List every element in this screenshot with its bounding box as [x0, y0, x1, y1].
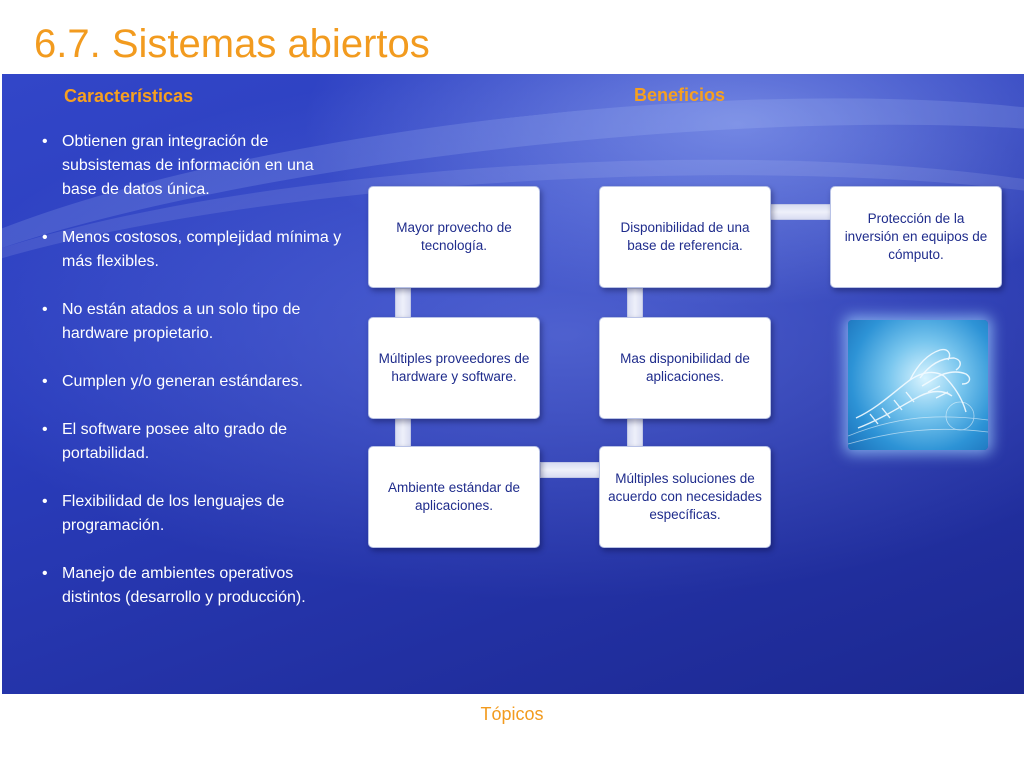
benefit-box-label: Mas disponibilidad de aplicaciones. — [620, 351, 750, 384]
list-item: No están atados a un solo tipo de hardwa… — [40, 298, 346, 346]
benefits-heading: Beneficios — [634, 85, 726, 105]
topics-link[interactable]: Tópicos — [480, 704, 544, 724]
digital-hand-icon — [848, 348, 988, 445]
characteristics-list: Obtienen gran integración de subsistemas… — [40, 130, 346, 634]
flow-connector — [540, 462, 604, 478]
benefit-box-label: Disponibilidad de una base de referencia… — [620, 220, 750, 253]
list-item: Obtienen gran integración de subsistemas… — [40, 130, 346, 202]
benefit-box-label: Protección de la inversión en equipos de… — [844, 211, 988, 262]
list-item: Flexibilidad de los lenguajes de program… — [40, 490, 346, 538]
benefit-box-standard-environment: Ambiente estándar de aplicaciones. — [368, 446, 540, 548]
list-item: Menos costosos, complejidad mínima y más… — [40, 226, 346, 274]
benefit-box-reference-base: Disponibilidad de una base de referencia… — [599, 186, 771, 288]
list-item: Manejo de ambientes operativos distintos… — [40, 562, 346, 610]
benefit-box-label: Ambiente estándar de aplicaciones. — [387, 480, 521, 513]
benefit-box-label: Múltiples proveedores de hardware y soft… — [378, 351, 530, 384]
benefit-box-label: Mayor provecho de tecnología. — [396, 220, 512, 253]
flow-connector — [770, 204, 834, 220]
slide-title: 6.7. Sistemas abiertos — [34, 22, 430, 66]
benefit-box-technology: Mayor provecho de tecnología. — [368, 186, 540, 288]
benefit-box-availability: Mas disponibilidad de aplicaciones. — [599, 317, 771, 419]
benefit-box-investment-protection: Protección de la inversión en equipos de… — [830, 186, 1002, 288]
characteristics-heading: Características — [64, 86, 194, 106]
benefit-box-label: Múltiples soluciones de acuerdo con nece… — [608, 471, 762, 522]
digital-hand-icon — [848, 320, 988, 450]
benefit-box-multiple-solutions: Múltiples soluciones de acuerdo con nece… — [599, 446, 771, 548]
list-item: Cumplen y/o generan estándares. — [40, 370, 346, 394]
benefit-box-vendors: Múltiples proveedores de hardware y soft… — [368, 317, 540, 419]
list-item: El software posee alto grado de portabil… — [40, 418, 346, 466]
content-panel: Características Beneficios Obtienen gran… — [2, 74, 1024, 694]
